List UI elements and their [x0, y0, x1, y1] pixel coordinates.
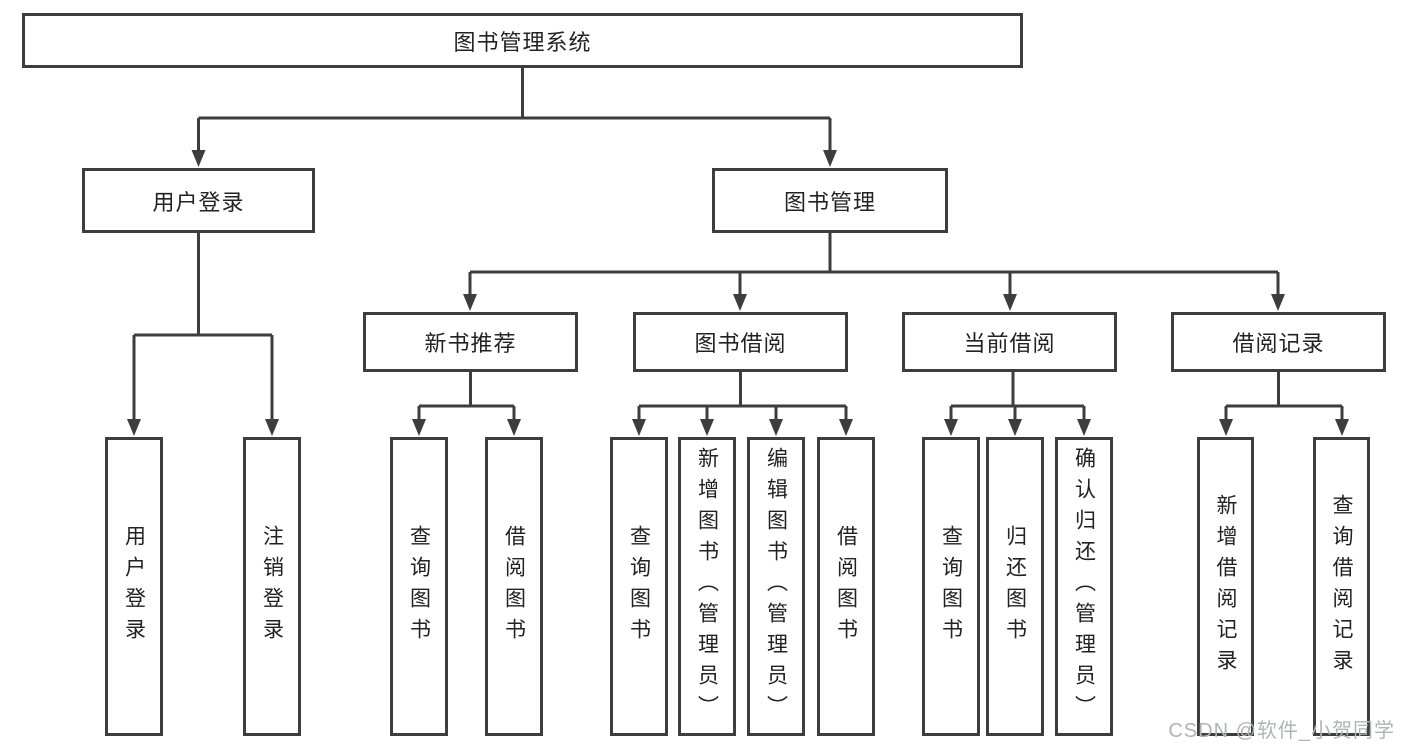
connector-user-login-to-leaves — [127, 233, 279, 436]
node-book-management-label: 图书管理 — [783, 189, 876, 215]
csdn-watermark: CSDN @软件_小贺同学 — [1168, 720, 1395, 742]
leaf-query-books-current: 查询图书 — [922, 437, 980, 736]
node-current-borrowing: 当前借阅 — [902, 312, 1117, 372]
leaf-add-borrow-record-label: 新增借阅记录 — [1214, 493, 1237, 680]
leaf-borrow-books: 借阅图书 — [817, 437, 875, 736]
leaf-confirm-return-admin: 确认归还（管理员） — [1055, 437, 1113, 736]
leaf-query-books-recommend: 查询图书 — [390, 437, 448, 736]
leaf-edit-books-admin-label: 编辑图书（管理员） — [764, 447, 788, 726]
leaf-query-borrow-record: 查询借阅记录 — [1313, 437, 1370, 736]
node-user-login-label: 用户登录 — [152, 189, 245, 215]
leaf-confirm-return-admin-label: 确认归还（管理员） — [1072, 447, 1096, 726]
leaf-return-books: 归还图书 — [986, 437, 1044, 736]
node-borrowing-records: 借阅记录 — [1171, 312, 1386, 372]
connector-book-borrowing-to-leaves — [632, 372, 853, 436]
leaf-return-books-label: 归还图书 — [1003, 524, 1027, 649]
leaf-edit-books-admin: 编辑图书（管理员） — [747, 437, 805, 736]
connector-current-borrowing-to-leaves — [944, 372, 1091, 436]
leaf-borrow-books-recommend-label: 借阅图书 — [502, 524, 526, 649]
leaf-add-books-admin-label: 新增图书（管理员） — [695, 447, 719, 726]
node-new-book-recommend-label: 新书推荐 — [424, 331, 517, 356]
leaf-add-borrow-record: 新增借阅记录 — [1197, 437, 1254, 736]
leaf-query-books-borrowing-label: 查询图书 — [627, 524, 651, 649]
node-user-login: 用户登录 — [82, 168, 315, 233]
node-book-borrowing-label: 图书借阅 — [694, 331, 787, 356]
leaf-query-books-recommend-label: 查询图书 — [407, 524, 431, 649]
connector-book-management-to-level2 — [463, 233, 1285, 311]
leaf-borrow-books-recommend: 借阅图书 — [485, 437, 543, 736]
connector-borrowing-records-to-leaves — [1219, 372, 1349, 436]
leaf-query-borrow-record-label: 查询借阅记录 — [1330, 493, 1353, 680]
leaf-logout-label: 注销登录 — [260, 524, 284, 649]
leaf-query-books-current-label: 查询图书 — [939, 524, 963, 649]
node-root-label: 图书管理系统 — [453, 29, 592, 55]
node-current-borrowing-label: 当前借阅 — [963, 331, 1056, 356]
node-book-borrowing: 图书借阅 — [633, 312, 848, 372]
node-book-management: 图书管理 — [712, 168, 948, 233]
leaf-user-login-label: 用户登录 — [122, 524, 146, 649]
node-root: 图书管理系统 — [22, 13, 1023, 68]
leaf-logout: 注销登录 — [243, 437, 301, 736]
connector-new-book-recommend-to-leaves — [412, 372, 521, 436]
node-new-book-recommend: 新书推荐 — [363, 312, 578, 372]
leaf-user-login: 用户登录 — [105, 437, 163, 736]
leaf-query-books-borrowing: 查询图书 — [610, 437, 668, 736]
leaf-add-books-admin: 新增图书（管理员） — [678, 437, 736, 736]
leaf-borrow-books-label: 借阅图书 — [834, 524, 858, 649]
connector-root-to-level1 — [191, 68, 837, 167]
node-borrowing-records-label: 借阅记录 — [1232, 331, 1325, 356]
